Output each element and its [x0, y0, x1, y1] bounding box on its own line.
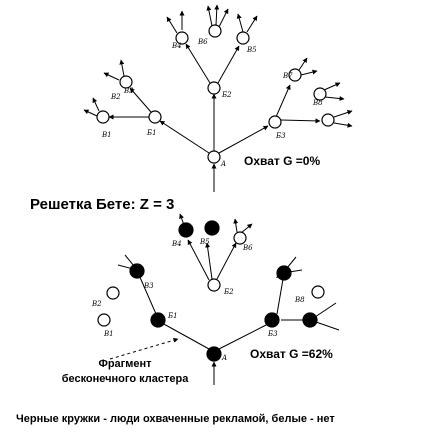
top-label-b1: Б1	[146, 129, 157, 137]
top-edge-b2-v5	[217, 45, 240, 84]
bottom-label-v7: В7	[275, 272, 286, 280]
top-nodes	[96, 24, 335, 164]
bottom-label-b1: Б1	[167, 312, 178, 320]
top-node-b3	[268, 115, 282, 129]
bottom-node-v8	[302, 312, 318, 328]
bottom-node-b3	[264, 312, 280, 328]
coverage-bottom-label: Охват G =62%	[250, 347, 333, 361]
top-label-a: A	[220, 160, 226, 168]
bottom-label-v3: В3	[143, 282, 154, 290]
fragment-label: Фрагмент бесконечного кластера	[60, 357, 190, 387]
top-edge-a-b1	[159, 120, 210, 154]
top-edge-b3-v7	[275, 84, 291, 118]
top-node-v2	[119, 75, 133, 89]
top-node-v4	[175, 31, 189, 45]
diagram-title: Решетка Бете: Z = 3	[30, 196, 175, 213]
bottom-label-b2: Б2	[223, 288, 234, 296]
top-label-b3: Б3	[275, 132, 286, 140]
bottom-label-v8: В8	[294, 296, 305, 304]
top-label-v5: В5	[246, 46, 257, 54]
top-label-b2: Б2	[221, 91, 232, 99]
coverage-top-label: Охват G =0%	[244, 154, 321, 168]
bottom-edge-a-b3	[218, 323, 269, 350]
top-node-v7	[288, 68, 302, 82]
fragment-label-line1: Фрагмент	[98, 358, 152, 370]
legend-caption: Черные кружки - люди охваченные рекламой…	[16, 413, 335, 425]
top-node-v3	[313, 87, 327, 101]
top-edge-b2-v4	[185, 43, 211, 84]
bottom-node-v1	[97, 313, 111, 327]
top-label-v7: В7	[282, 72, 293, 80]
top-label-v6: В6	[197, 38, 208, 46]
top-node-v6	[208, 24, 222, 38]
bottom-node-v2	[106, 286, 120, 300]
bottom-node-v7	[276, 265, 292, 281]
bottom-label-v4: В4	[171, 240, 182, 248]
top-label-v1: В1	[101, 131, 112, 139]
top-node-v1	[96, 110, 110, 124]
bottom-edge-b3-v7	[276, 278, 284, 315]
top-node-b1	[148, 110, 162, 124]
top-labels: A Б1 Б2 Б3 В1 В2 В3 В4 В6 В5 В7 В8	[101, 38, 323, 168]
bottom-edge-a-b1	[161, 322, 210, 350]
fragment-label-line2: бесконечного кластера	[61, 373, 189, 385]
bottom-edge-b1-v3	[138, 274, 157, 315]
bottom-nodes	[97, 220, 325, 362]
top-node-b2	[207, 81, 221, 95]
top-node-v5	[236, 31, 250, 45]
top-label-v4: В4	[171, 42, 182, 50]
top-edge-b1-v2	[129, 87, 152, 113]
bottom-tree	[109, 213, 340, 385]
bottom-label-v2: В2	[91, 300, 102, 308]
top-label-v8: В8	[312, 99, 323, 107]
bottom-label-b3: Б3	[267, 330, 278, 338]
top-edge-b3-v8	[280, 118, 321, 124]
bottom-node-v4	[178, 222, 194, 238]
bottom-node-a	[206, 346, 222, 362]
fragment-pointer	[109, 337, 179, 360]
bottom-node-v6	[233, 231, 247, 245]
top-label-v3: В3	[123, 87, 134, 95]
top-node-a	[207, 150, 221, 164]
bottom-node-v8b	[311, 285, 325, 299]
bottom-node-v3	[129, 263, 145, 279]
bottom-node-b2	[207, 278, 221, 292]
bottom-label-v5: В5	[199, 238, 210, 246]
top-label-v2: В2	[110, 93, 121, 101]
bottom-label-v1: В1	[103, 330, 114, 338]
bottom-labels: A Б1 Б2 Б3 В1 В2 В3 В4 В5 В6 В7 В8	[91, 238, 305, 362]
top-node-v8	[321, 113, 335, 127]
top-tree	[83, 4, 353, 192]
bottom-label-a: A	[221, 354, 227, 362]
bottom-label-v6: В6	[242, 244, 253, 252]
bottom-node-b1	[150, 312, 166, 328]
bottom-node-v5	[204, 220, 220, 236]
top-edge-a-b3	[218, 125, 269, 154]
